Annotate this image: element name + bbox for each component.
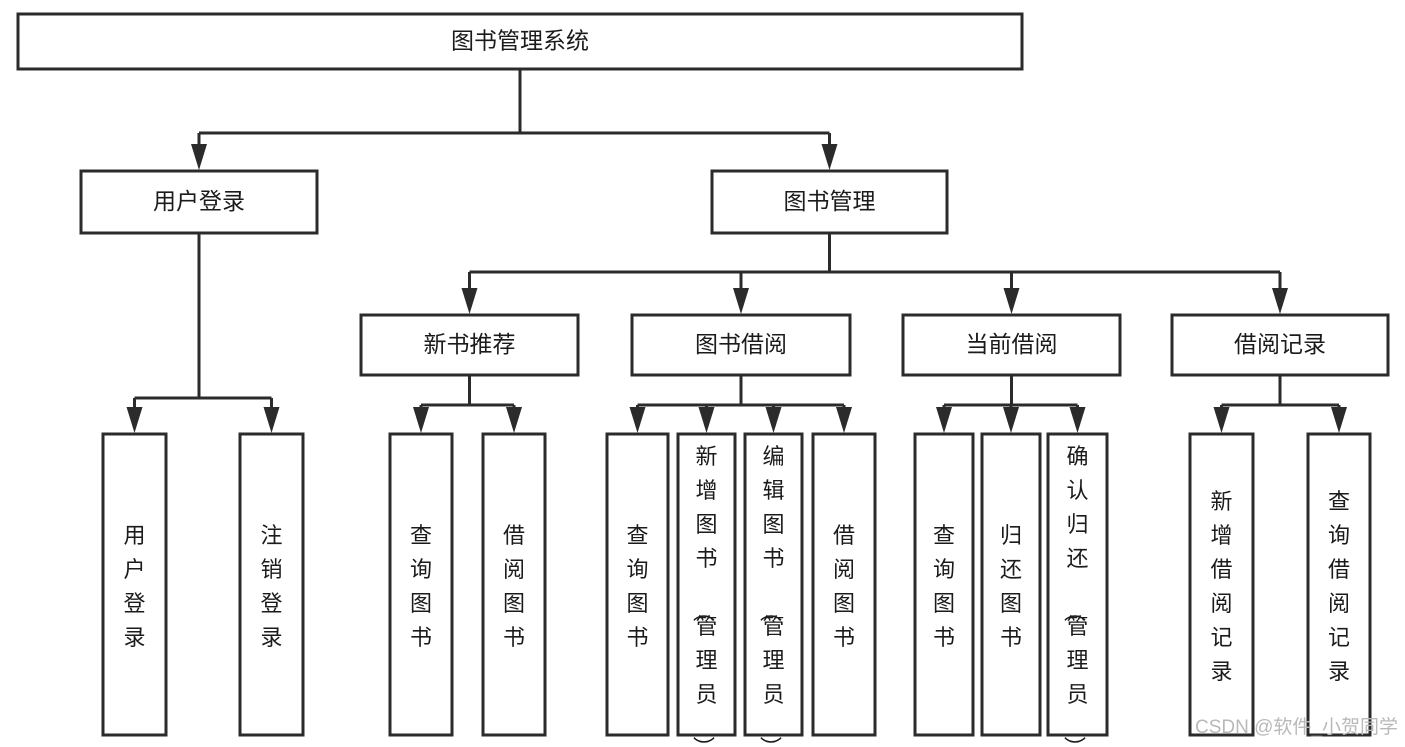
node-box xyxy=(1188,432,1255,737)
node-box xyxy=(980,432,1042,737)
node-label: 当前借阅 xyxy=(966,331,1058,357)
node-label: 归还图书 xyxy=(1000,523,1022,650)
node-leaf_5[interactable]: 新增图书（管理员） xyxy=(676,432,737,747)
node-label: 用户登录 xyxy=(153,188,245,214)
edge-group-l3_3 xyxy=(1213,375,1347,433)
arrowhead-icon xyxy=(821,144,838,170)
node-label: 查询图书 xyxy=(933,523,955,650)
node-l2_1[interactable]: 图书管理 xyxy=(710,169,949,235)
node-label: 借阅图书 xyxy=(503,523,525,650)
arrowhead-icon xyxy=(1003,407,1019,433)
node-label: 查询图书 xyxy=(410,523,432,650)
node-label: 图书管理 xyxy=(784,188,876,214)
node-leaf_10[interactable]: 确认归还（管理员） xyxy=(1046,432,1109,747)
node-leaf_8[interactable]: 查询图书 xyxy=(913,432,975,737)
arrowhead-icon xyxy=(1213,407,1230,433)
node-label: 新增图书（管理员） xyxy=(690,444,717,747)
node-root[interactable]: 图书管理系统 xyxy=(16,12,1024,71)
node-leaf_2[interactable]: 查询图书 xyxy=(388,432,454,737)
arrowhead-icon xyxy=(698,407,715,433)
edge-group-l3_1 xyxy=(629,375,852,433)
node-label: 编辑图书（管理员） xyxy=(757,444,784,747)
arrowhead-icon xyxy=(1331,407,1347,433)
node-box xyxy=(481,432,547,737)
edge-group-l2_0 xyxy=(126,233,280,433)
arrowhead-icon xyxy=(836,407,852,433)
arrowhead-icon xyxy=(263,407,280,433)
arrowhead-icon xyxy=(191,144,207,170)
node-leaf_12[interactable]: 查询借阅记录 xyxy=(1306,432,1372,737)
arrowhead-icon xyxy=(629,407,646,433)
arrowhead-icon xyxy=(506,407,522,433)
arrowhead-icon xyxy=(126,407,143,433)
node-l3_0[interactable]: 新书推荐 xyxy=(359,313,580,377)
edge-group-root xyxy=(191,69,838,170)
node-label: 新增借阅记录 xyxy=(1210,489,1232,684)
arrowhead-icon xyxy=(1003,288,1020,314)
node-box xyxy=(1170,313,1390,377)
edge-group-l2_1 xyxy=(461,233,1288,314)
arrowhead-icon xyxy=(1069,407,1086,433)
node-box xyxy=(913,432,975,737)
node-leaf_9[interactable]: 归还图书 xyxy=(980,432,1042,737)
node-box xyxy=(238,432,305,737)
node-box xyxy=(388,432,454,737)
arrowhead-icon xyxy=(936,407,952,433)
node-label: 图书管理系统 xyxy=(451,28,589,54)
node-label: 确认归还（管理员） xyxy=(1061,444,1088,747)
node-box xyxy=(710,169,949,235)
arrowhead-icon xyxy=(765,407,782,433)
node-box xyxy=(811,432,877,737)
node-leaf_6[interactable]: 编辑图书（管理员） xyxy=(743,432,804,747)
node-box xyxy=(901,313,1122,377)
node-l3_3[interactable]: 借阅记录 xyxy=(1170,313,1390,377)
node-box xyxy=(1046,432,1109,737)
node-leaf_1[interactable]: 注销登录 xyxy=(238,432,305,737)
node-box xyxy=(16,12,1024,71)
node-label: 查询借阅记录 xyxy=(1328,489,1350,684)
node-l3_1[interactable]: 图书借阅 xyxy=(630,313,852,377)
arrowhead-icon xyxy=(413,407,429,433)
node-leaf_4[interactable]: 查询图书 xyxy=(605,432,670,737)
node-box xyxy=(676,432,737,737)
node-box xyxy=(743,432,804,737)
node-box xyxy=(630,313,852,377)
node-leaf_7[interactable]: 借阅图书 xyxy=(811,432,877,737)
watermark-label: CSDN @软件_小贺同学 xyxy=(1195,716,1398,738)
node-label: 新书推荐 xyxy=(424,331,516,357)
node-label: 用户登录 xyxy=(123,523,145,650)
node-label: 查询图书 xyxy=(626,523,648,650)
arrowhead-icon xyxy=(1272,288,1288,314)
node-box xyxy=(101,432,168,737)
node-layer: 图书管理系统用户登录图书管理新书推荐图书借阅当前借阅借阅记录用户登录注销登录查询… xyxy=(16,12,1390,747)
edge-layer xyxy=(126,69,1347,433)
node-box xyxy=(1306,432,1372,737)
node-box xyxy=(79,169,319,235)
node-leaf_3[interactable]: 借阅图书 xyxy=(481,432,547,737)
node-label: 图书借阅 xyxy=(695,331,787,357)
node-label: 注销登录 xyxy=(260,523,282,650)
node-box xyxy=(359,313,580,377)
node-label: 借阅记录 xyxy=(1234,331,1326,357)
edge-group-l3_0 xyxy=(413,375,522,433)
node-box xyxy=(605,432,670,737)
node-leaf_11[interactable]: 新增借阅记录 xyxy=(1188,432,1255,737)
edge-group-l3_2 xyxy=(936,375,1086,433)
node-label: 借阅图书 xyxy=(833,523,855,650)
node-l2_0[interactable]: 用户登录 xyxy=(79,169,319,235)
arrowhead-icon xyxy=(733,288,749,314)
arrowhead-icon xyxy=(461,288,478,314)
node-leaf_0[interactable]: 用户登录 xyxy=(101,432,168,737)
node-l3_2[interactable]: 当前借阅 xyxy=(901,313,1122,377)
